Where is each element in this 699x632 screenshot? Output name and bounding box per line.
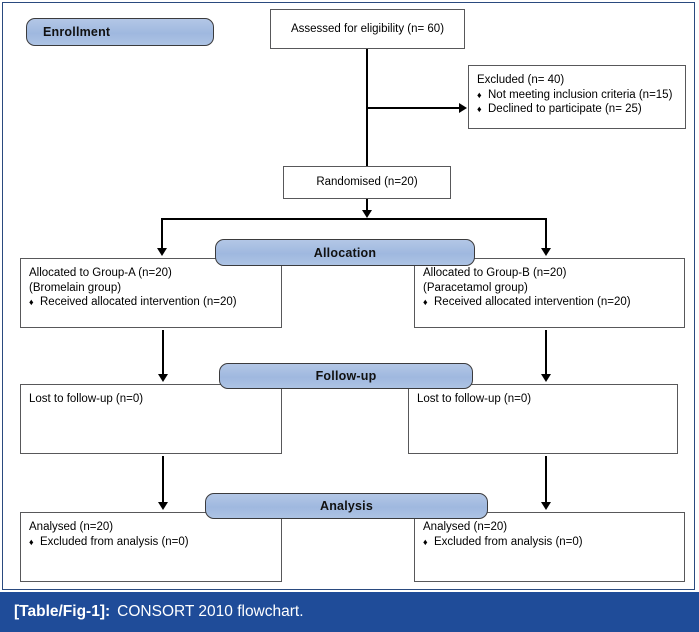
arrowhead-to-excluded [459, 103, 467, 113]
allocated-right-bullet-1: Received allocated intervention (n=20) [423, 295, 676, 310]
excluded-bullet-2: Declined to participate (n= 25) [477, 102, 677, 117]
connector-allocation-to-followup-right [545, 330, 547, 376]
allocated-right-line-1: Allocated to Group-B (n=20) [423, 267, 567, 279]
analysis-left-bullet-1: Excluded from analysis (n=0) [29, 535, 273, 550]
arrowhead-randomised-down [362, 210, 372, 218]
node-analysed-group-b: Analysed (n=20) Excluded from analysis (… [414, 512, 685, 582]
excluded-bullet-1: Not meeting inclusion criteria (n=15) [477, 88, 677, 103]
node-allocated-group-a: Allocated to Group-A (n=20) (Bromelain g… [20, 258, 282, 328]
node-assessed-for-eligibility: Assessed for eligibility (n= 60) [270, 9, 465, 49]
caption-text: CONSORT 2010 flowchart. [117, 603, 304, 620]
allocated-right-line-2: (Paracetamol group) [423, 281, 528, 294]
excluded-line-1: Excluded (n= 40) [477, 74, 565, 86]
connector-followup-to-analysis-right [545, 456, 547, 504]
assessed-line-1: Assessed for eligibility (n= 60) [290, 22, 445, 35]
arrowhead-followup-right [541, 374, 551, 382]
analysis-right-line-1: Analysed (n=20) [423, 521, 508, 533]
allocated-left-bullet-1: Received allocated intervention (n=20) [29, 295, 273, 310]
analysis-right-bullet-1: Excluded from analysis (n=0) [423, 535, 676, 550]
node-randomised: Randomised (n=20) [283, 166, 451, 199]
node-followup-group-a: Lost to follow-up (n=0) [20, 384, 282, 454]
node-followup-group-b: Lost to follow-up (n=0) [408, 384, 678, 454]
caption-tag: [Table/Fig-1]: [14, 603, 111, 620]
arrowhead-followup-left [158, 374, 168, 382]
connector-allocation-to-followup-left [162, 330, 164, 376]
connector-randomised-down [366, 199, 368, 212]
arrowhead-analysis-left [158, 502, 168, 510]
allocated-left-line-1: Allocated to Group-A (n=20) [29, 267, 172, 279]
stage-banner-analysis: Analysis [205, 493, 488, 519]
stage-label-enrollment: Enrollment [43, 25, 111, 39]
connector-split-right-down [545, 218, 547, 250]
arrowhead-split-left [157, 248, 167, 256]
stage-banner-allocation: Allocation [215, 239, 475, 266]
stage-label-allocation: Allocation [313, 245, 377, 260]
figure-caption: [Table/Fig-1]: CONSORT 2010 flowchart. [0, 592, 699, 632]
analysis-left-line-1: Analysed (n=20) [29, 521, 114, 533]
node-allocated-group-b: Allocated to Group-B (n=20) (Paracetamol… [414, 258, 685, 328]
stage-banner-enrollment: Enrollment [26, 18, 214, 46]
stage-label-analysis: Analysis [319, 499, 374, 513]
stage-label-followup: Follow-up [315, 369, 377, 383]
node-excluded: Excluded (n= 40) Not meeting inclusion c… [468, 65, 686, 129]
randomised-line-1: Randomised (n=20) [316, 176, 418, 189]
node-analysed-group-a: Analysed (n=20) Excluded from analysis (… [20, 512, 282, 582]
allocated-left-line-2: (Bromelain group) [29, 281, 122, 294]
connector-to-excluded [366, 107, 460, 109]
connector-split-left-down [161, 218, 163, 250]
arrowhead-analysis-right [541, 502, 551, 510]
stage-banner-followup: Follow-up [219, 363, 473, 389]
arrowhead-split-right [541, 248, 551, 256]
followup-right-line-1: Lost to follow-up (n=0) [417, 393, 532, 405]
connector-followup-to-analysis-left [162, 456, 164, 504]
followup-left-line-1: Lost to follow-up (n=0) [29, 393, 144, 405]
connector-allocation-split-bar [161, 218, 546, 220]
